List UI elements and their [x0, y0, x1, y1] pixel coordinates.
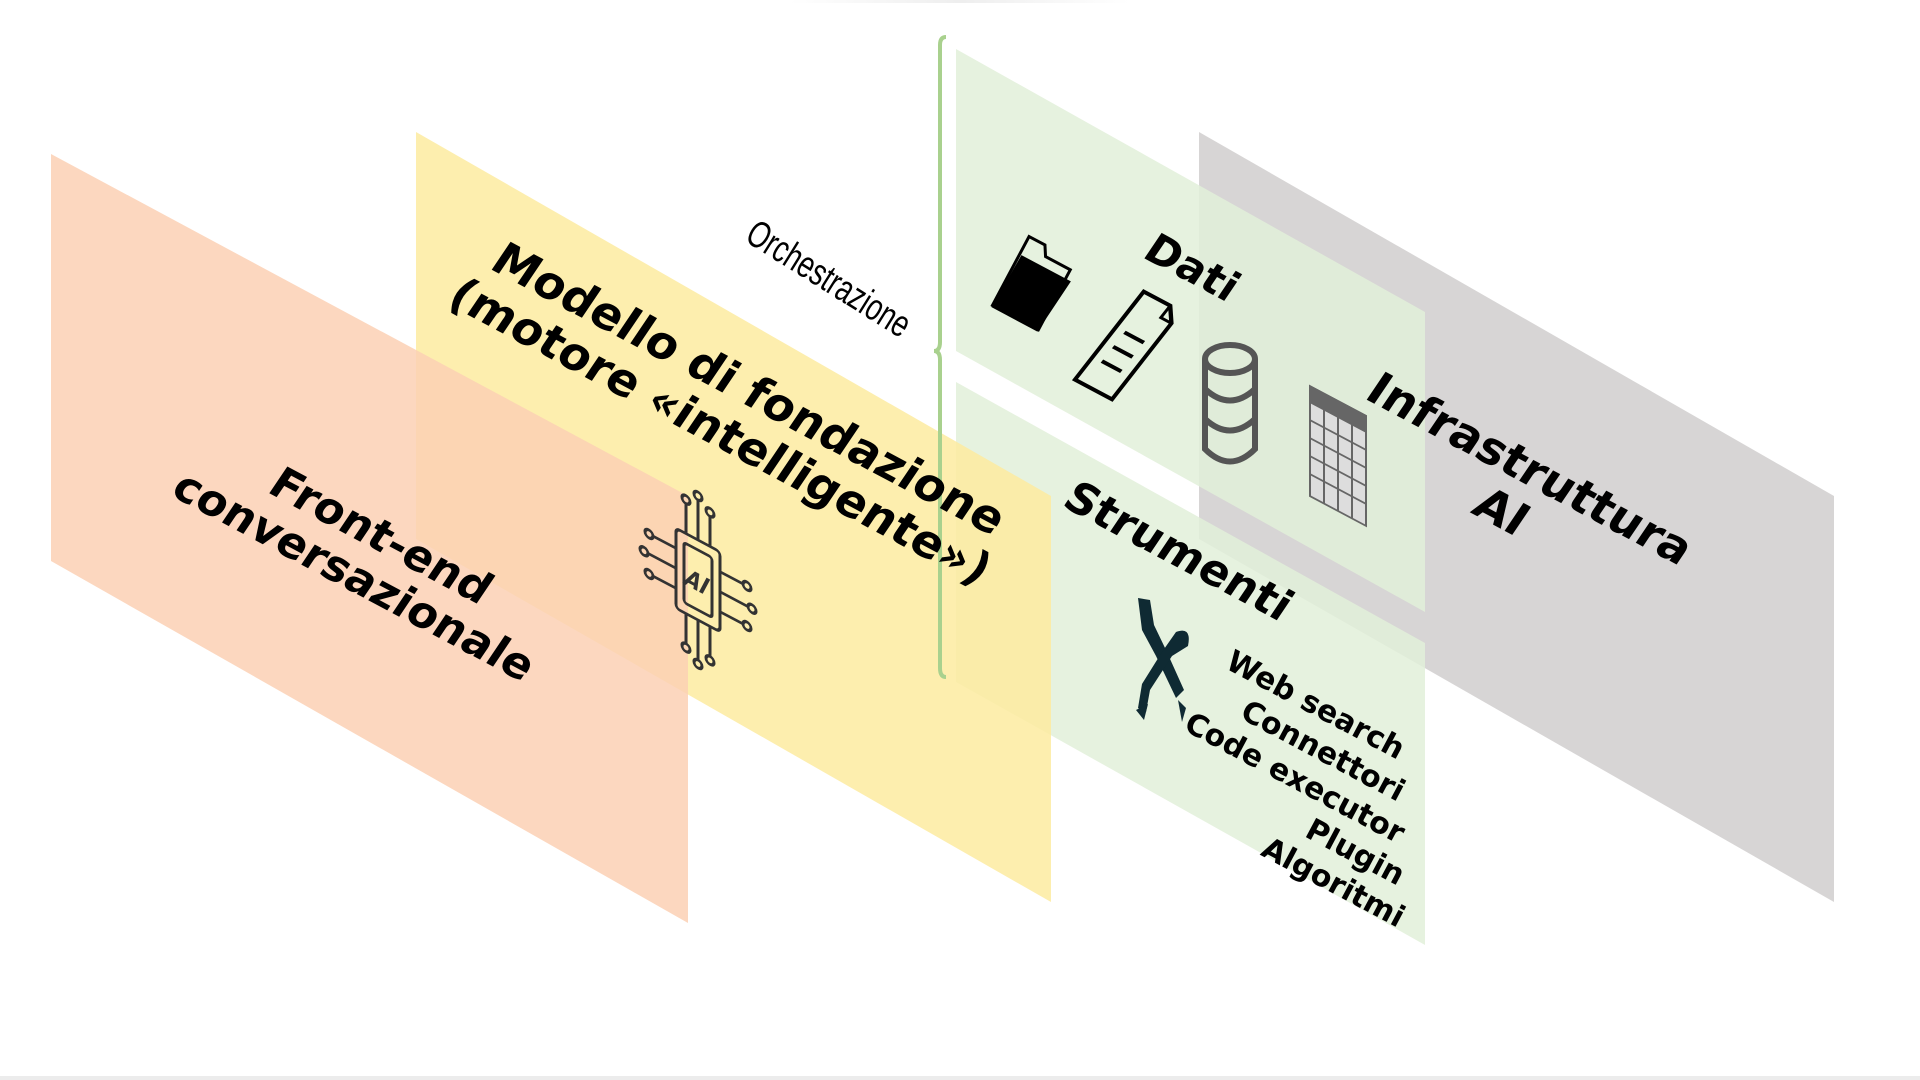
- plane-data: [956, 49, 1425, 612]
- tools-icon: [1136, 598, 1189, 722]
- plane-tools: [956, 382, 1425, 945]
- ai-chip-icon: [638, 489, 758, 671]
- table-icon: [1309, 384, 1367, 528]
- document-icon: [1071, 289, 1174, 402]
- top-shadow: [790, 0, 1130, 3]
- orchestration-bracket: [933, 35, 947, 679]
- folder-icon: [990, 234, 1073, 332]
- database-icon: [1202, 342, 1258, 465]
- plane-model: [416, 132, 1051, 902]
- bottom-border: [0, 1076, 1920, 1080]
- plane-frontend: [51, 154, 688, 923]
